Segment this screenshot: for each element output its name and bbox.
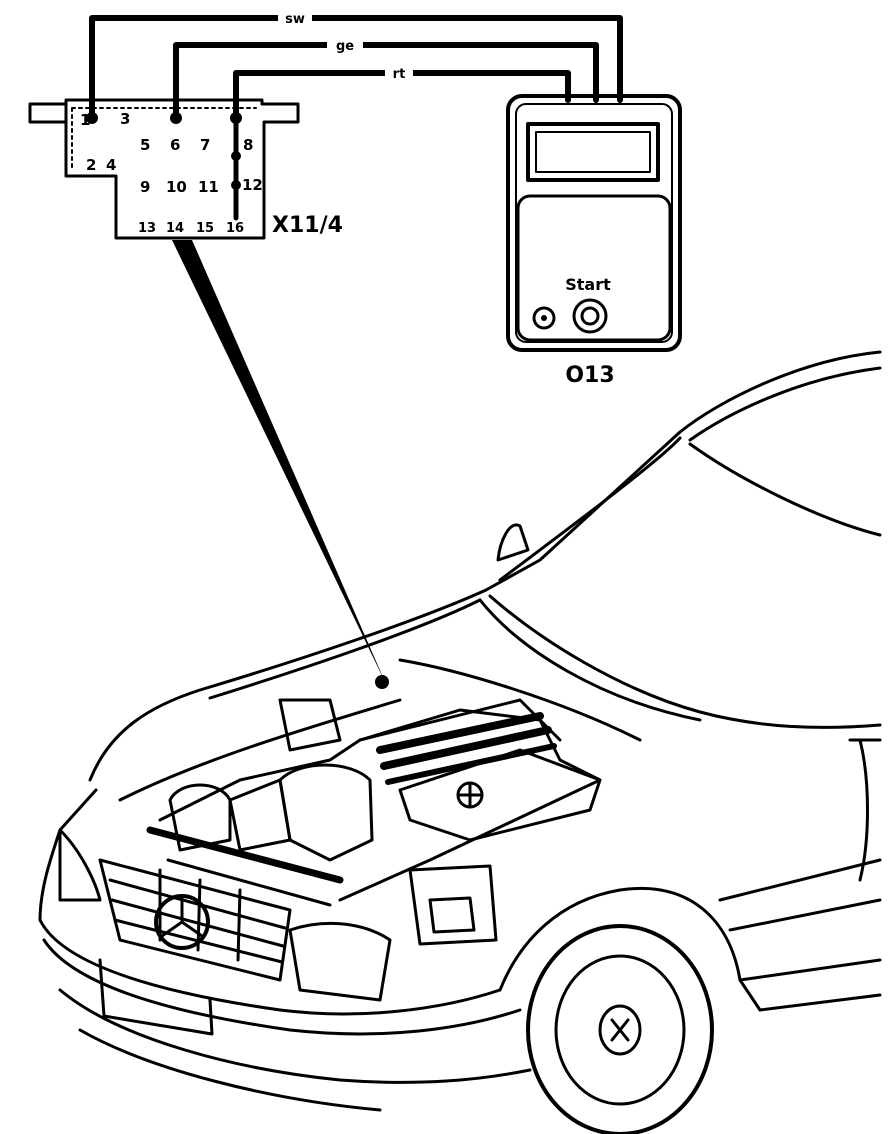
tester-label: O13 [565,363,614,388]
location-pointer [172,240,386,684]
wire-ge: ge [173,35,599,121]
wire-dot [231,180,241,190]
tester-display [526,122,660,182]
pin-4: 4 [106,156,116,174]
connector-label: X11/4 [272,213,343,238]
wire-label-sw: sw [285,12,305,27]
pin-8: 8 [243,136,253,154]
pin-12: 12 [242,176,263,194]
pin-3: 3 [120,110,130,128]
start-button[interactable] [572,298,608,334]
wire-label-ge: ge [336,39,354,54]
wire-dot [86,112,98,124]
wire-dot [170,112,182,124]
pin-5: 5 [140,136,150,154]
connector-x11-4: 1 2 3 4 5 6 7 8 9 10 11 12 13 14 15 16 X… [28,98,343,240]
pin-13: 13 [138,221,156,236]
pin-15: 15 [196,221,214,236]
car-illustration [38,350,882,1134]
wire-label-rt: rt [393,67,406,82]
tester-socket [532,306,556,330]
tester-o13: Start O13 [506,94,682,388]
wire-dot [231,151,241,161]
pin-10: 10 [166,178,187,196]
pin-2: 2 [86,156,96,174]
pin-6: 6 [170,136,180,154]
wire-rt: rt [233,63,571,121]
pin-9: 9 [140,178,150,196]
pin-1: 1 [80,111,90,129]
pin-7: 7 [200,136,210,154]
pin-11: 11 [198,178,219,196]
start-label: Start [565,275,611,294]
pin-14: 14 [166,221,184,236]
wire-dot [230,112,242,124]
pin-16: 16 [226,221,244,236]
wire-sw: sw [89,8,623,121]
